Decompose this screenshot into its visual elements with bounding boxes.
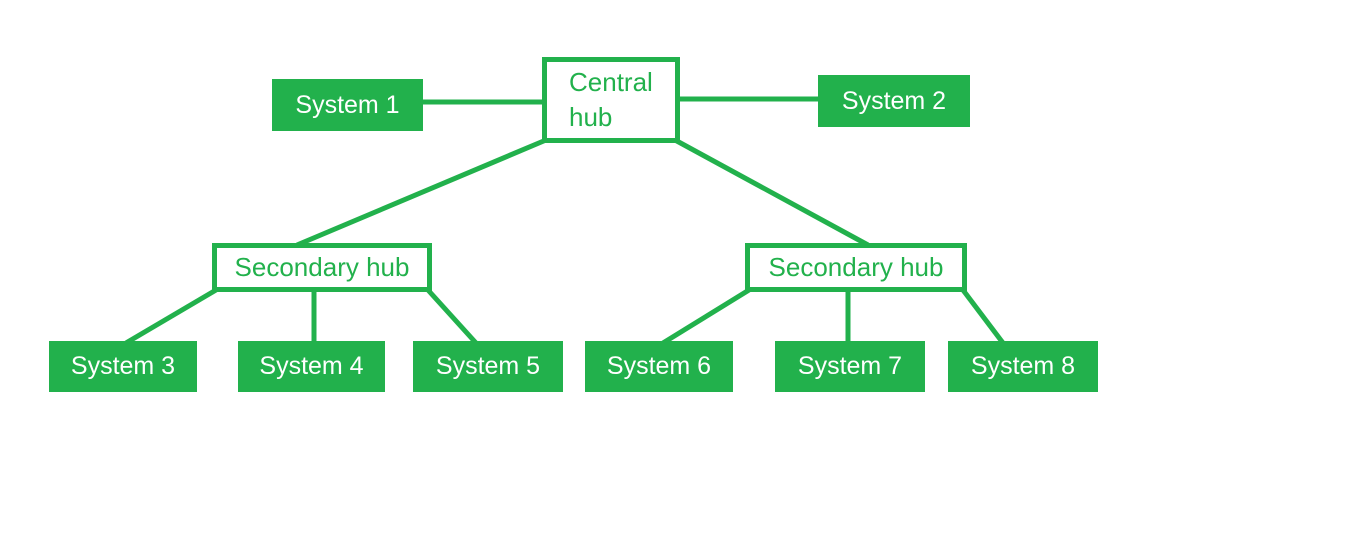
edge-central-hub-secondary-hub-right [673,137,870,248]
secondary-hub-left-label: Secondary hub [234,252,410,282]
edge-secondary-hub-left-system3 [124,287,218,346]
node-system-4: System 4 [238,341,385,392]
node-system-1: System 1 [272,79,423,131]
central-hub-label: Central hub [569,67,653,132]
node-central-hub: Central hub [542,57,680,143]
edge-central-hub-secondary-hub-left [296,137,547,248]
system-6-label: System 6 [606,352,712,380]
node-system-3: System 3 [49,341,197,392]
node-secondary-hub-left: Secondary hub [212,243,432,292]
system-8-label: System 8 [970,352,1076,380]
node-secondary-hub-right: Secondary hub [745,243,967,292]
edge-secondary-hub-right-system8 [961,288,1005,345]
edge-secondary-hub-right-system6 [661,287,751,346]
secondary-hub-right-label: Secondary hub [768,252,944,282]
system-2-label: System 2 [841,86,947,115]
system-4-label: System 4 [259,352,364,380]
system-3-label: System 3 [70,352,176,380]
node-system-7: System 7 [775,341,925,392]
system-5-label: System 5 [435,352,541,380]
edge-secondary-hub-left-system5 [426,288,478,345]
node-system-6: System 6 [585,341,733,392]
node-system-8: System 8 [948,341,1098,392]
system-7-label: System 7 [797,352,903,380]
system-1-label: System 1 [295,90,400,119]
node-system-5: System 5 [413,341,563,392]
node-system-2: System 2 [818,75,970,127]
